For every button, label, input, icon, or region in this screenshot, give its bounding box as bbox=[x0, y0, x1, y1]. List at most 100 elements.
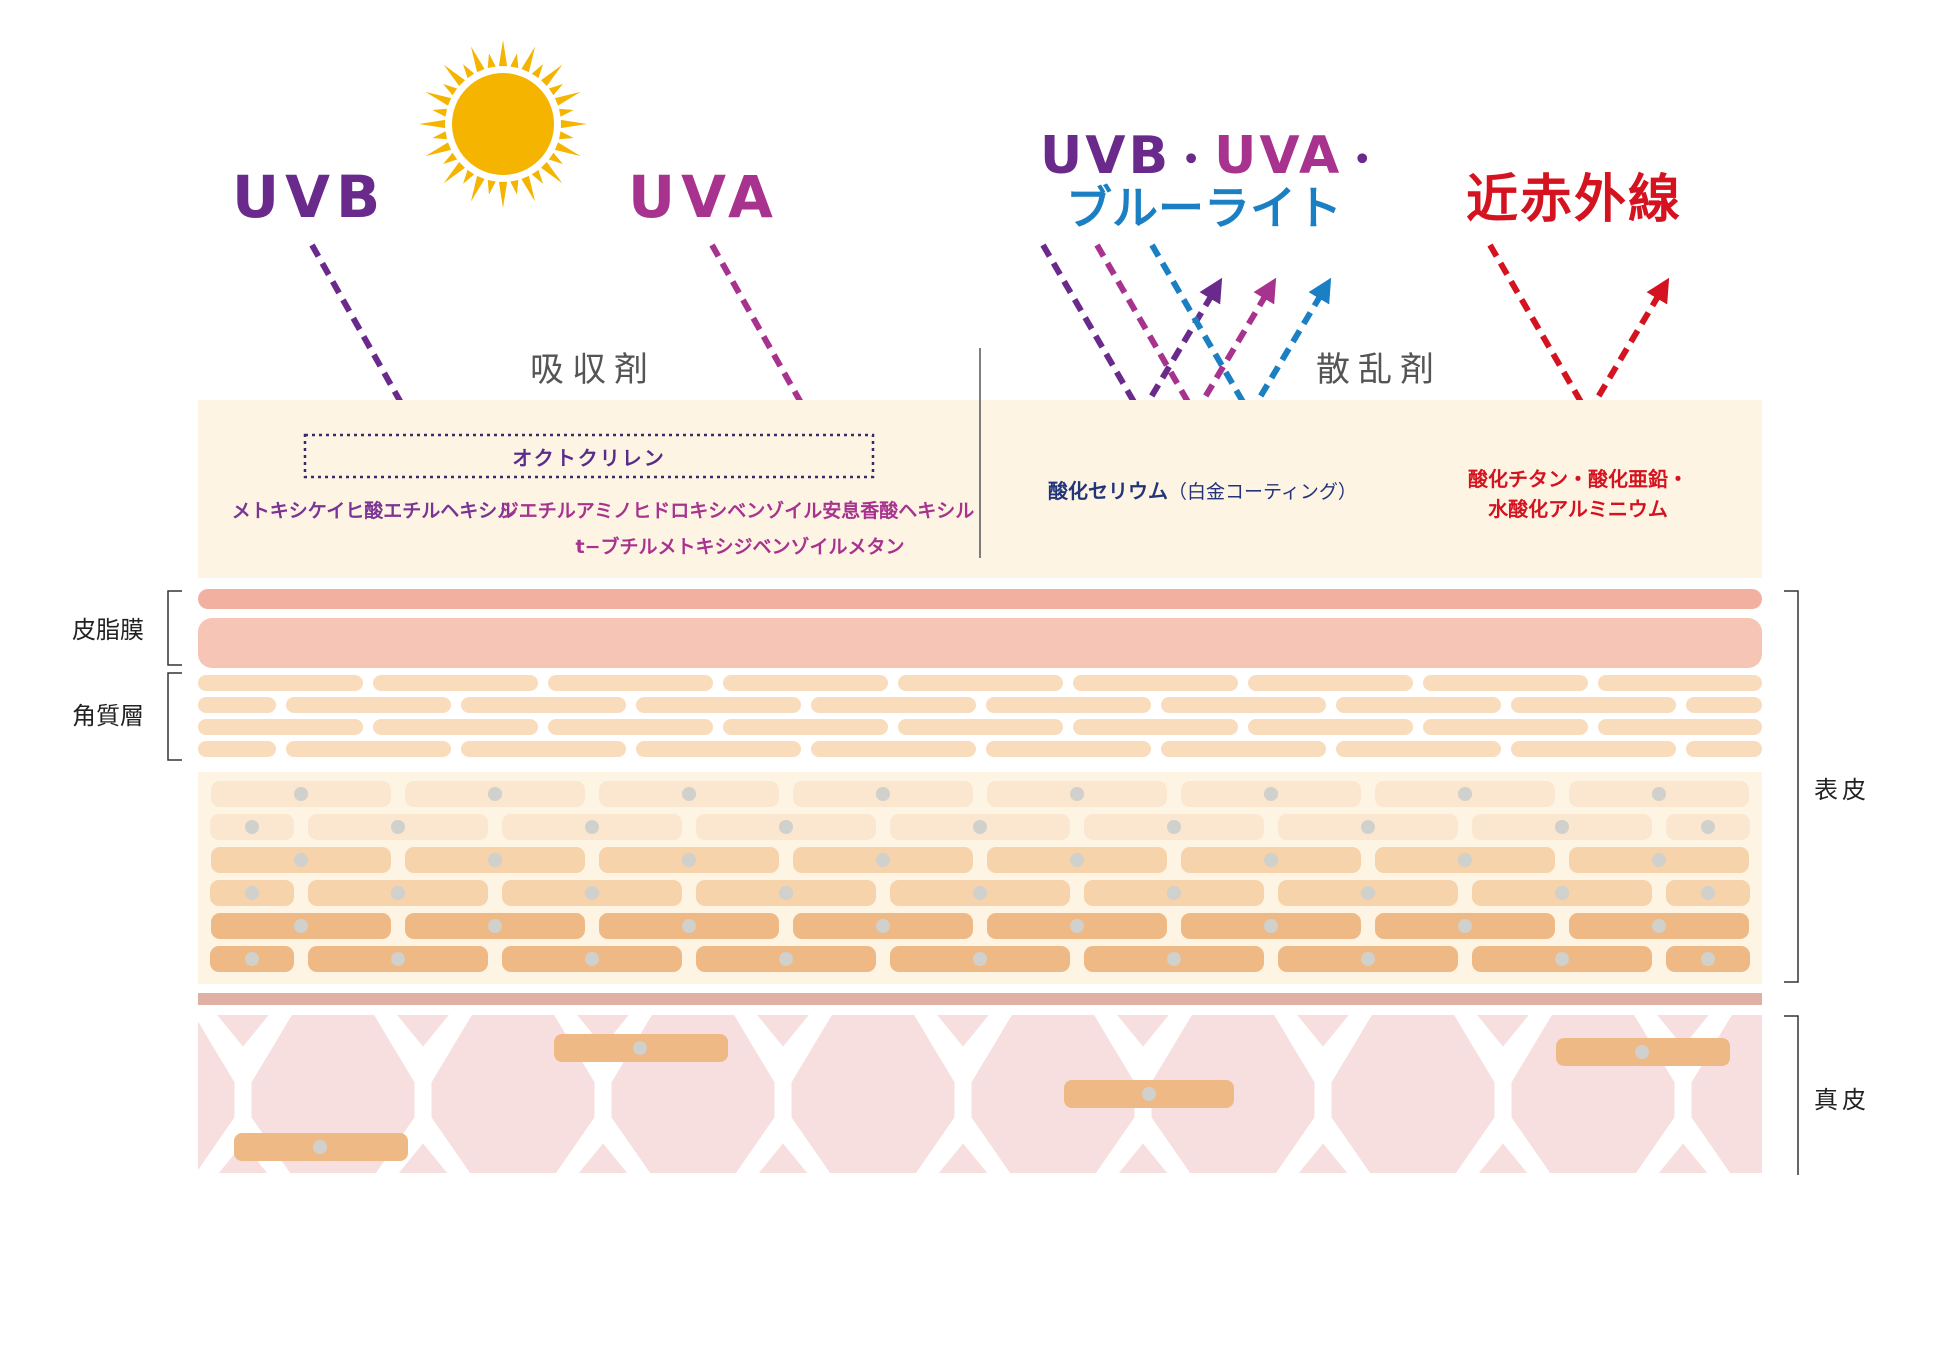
sun-ray bbox=[419, 119, 446, 129]
cerium-oxide-note: （白金コーティング） bbox=[1168, 481, 1357, 503]
corneocyte bbox=[1511, 697, 1676, 713]
corneocyte bbox=[198, 719, 363, 735]
epidermis-cells bbox=[210, 781, 1750, 972]
sun-ray bbox=[554, 142, 581, 157]
sebum-film bbox=[198, 618, 1762, 668]
cell-nucleus bbox=[973, 820, 987, 834]
corneocyte bbox=[898, 675, 1063, 691]
cell-nucleus bbox=[1070, 853, 1084, 867]
cell-nucleus bbox=[585, 820, 599, 834]
cell-nucleus bbox=[1701, 886, 1715, 900]
corneocyte bbox=[198, 741, 276, 757]
sun-ray bbox=[510, 180, 519, 195]
corneocyte bbox=[811, 741, 976, 757]
cell-nucleus bbox=[1264, 853, 1278, 867]
sun-ray bbox=[425, 91, 452, 106]
epidermis-label: 表皮 bbox=[1814, 776, 1870, 804]
cell-nucleus bbox=[633, 1041, 647, 1055]
cell-nucleus bbox=[1070, 787, 1084, 801]
corneocyte bbox=[636, 697, 801, 713]
collagen-fiber bbox=[18, 1005, 63, 1185]
cell-nucleus bbox=[245, 952, 259, 966]
corneocyte bbox=[986, 741, 1151, 757]
sun-ray bbox=[443, 162, 465, 184]
cell-nucleus bbox=[1555, 820, 1569, 834]
cell-nucleus bbox=[682, 787, 696, 801]
infrared-incoming-arrow bbox=[1487, 243, 1591, 416]
sun-ray bbox=[443, 64, 465, 86]
cell-nucleus bbox=[294, 853, 308, 867]
cell-nucleus bbox=[779, 820, 793, 834]
corneocyte bbox=[373, 719, 538, 735]
cell-nucleus bbox=[1458, 853, 1472, 867]
sun-ray bbox=[432, 108, 447, 117]
ray-arrows bbox=[309, 243, 1670, 474]
sun-ray bbox=[432, 131, 447, 140]
corneocyte bbox=[1423, 719, 1588, 735]
cell-nucleus bbox=[391, 952, 405, 966]
cell-nucleus bbox=[1070, 919, 1084, 933]
octocrylene-label: オクトクリレン bbox=[512, 446, 666, 470]
scatter-rays-heading-line1: UVB・UVA・ bbox=[1040, 126, 1385, 186]
collagen-fiber bbox=[774, 1015, 832, 1173]
cell-nucleus bbox=[585, 886, 599, 900]
scatterer-label: 散乱剤 bbox=[1316, 350, 1442, 390]
sun-ray bbox=[425, 142, 452, 157]
corneocyte bbox=[198, 697, 276, 713]
cell-nucleus bbox=[391, 820, 405, 834]
cell-nucleus bbox=[1652, 853, 1666, 867]
corneocyte bbox=[1686, 741, 1762, 757]
corneocyte bbox=[548, 719, 713, 735]
sun-ray bbox=[510, 53, 519, 68]
cell-nucleus bbox=[876, 919, 890, 933]
infrared-reflected-arrow bbox=[1585, 277, 1670, 416]
separator: ・ bbox=[1171, 137, 1214, 183]
corneocyte bbox=[1161, 697, 1326, 713]
cell-nucleus bbox=[973, 886, 987, 900]
corneocyte bbox=[1336, 697, 1501, 713]
corneocyte bbox=[461, 741, 626, 757]
blue-light-reflected-arrow bbox=[1247, 277, 1332, 416]
corneocyte bbox=[1073, 719, 1238, 735]
cell-nucleus bbox=[1142, 1087, 1156, 1101]
cell-nucleus bbox=[294, 919, 308, 933]
cerium-oxide-label: 酸化セリウム（白金コーティング） bbox=[1048, 479, 1357, 503]
fibroblasts bbox=[234, 1034, 1730, 1161]
dermis-bracket bbox=[1784, 1015, 1799, 1175]
cell-nucleus bbox=[294, 787, 308, 801]
cell-nucleus bbox=[1361, 820, 1375, 834]
cell-nucleus bbox=[779, 886, 793, 900]
cell-nucleus bbox=[682, 919, 696, 933]
corneocyte bbox=[636, 741, 801, 757]
cerium-oxide-main: 酸化セリウム bbox=[1048, 479, 1168, 503]
cell-nucleus bbox=[1264, 787, 1278, 801]
corneocyte bbox=[461, 697, 626, 713]
cell-nucleus bbox=[1167, 952, 1181, 966]
corneocyte bbox=[548, 675, 713, 691]
stratum-corneum bbox=[198, 675, 1762, 757]
cell-nucleus bbox=[1167, 820, 1181, 834]
sun-ray bbox=[541, 162, 563, 184]
sun-ray bbox=[531, 64, 543, 79]
sebum-film-top bbox=[198, 589, 1762, 609]
corneocyte bbox=[1598, 719, 1762, 735]
separator: ・ bbox=[1342, 137, 1385, 183]
sun-ray bbox=[521, 46, 536, 73]
cell-nucleus bbox=[391, 886, 405, 900]
corneocyte bbox=[811, 697, 976, 713]
cell-nucleus bbox=[876, 853, 890, 867]
oxides-label-line1: 酸化チタン・酸化亜鉛・ bbox=[1468, 467, 1688, 491]
near-infrared-heading: 近赤外線 bbox=[1466, 170, 1682, 230]
sun-ray bbox=[470, 175, 485, 202]
cell-nucleus bbox=[1652, 919, 1666, 933]
dermis-label: 真皮 bbox=[1814, 1086, 1870, 1114]
cell-nucleus bbox=[1635, 1045, 1649, 1059]
cell-nucleus bbox=[1555, 952, 1569, 966]
corneocyte bbox=[1073, 675, 1238, 691]
corneocyte bbox=[723, 719, 888, 735]
cell-nucleus bbox=[1458, 919, 1472, 933]
cell-nucleus bbox=[1652, 787, 1666, 801]
uvb-incoming-arrow bbox=[1040, 243, 1144, 416]
sun-ray bbox=[531, 169, 543, 184]
